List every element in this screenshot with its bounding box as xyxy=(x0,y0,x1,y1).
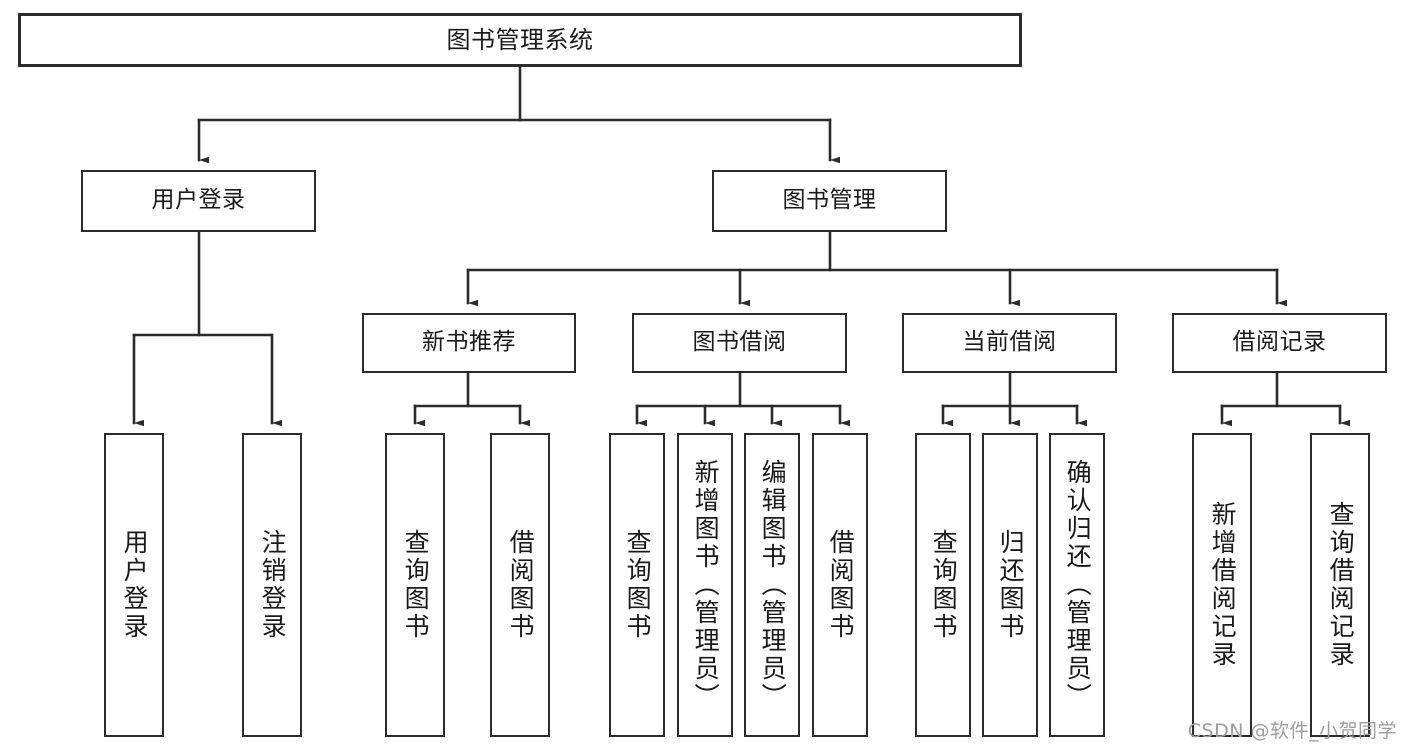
node-label: 借阅记录 xyxy=(1232,329,1327,356)
node-leaf-edit-book[interactable]: 编辑图书（管理员） xyxy=(744,433,800,737)
node-book-manage[interactable]: 图书管理 xyxy=(712,170,947,232)
node-label: 注销登录 xyxy=(258,529,288,641)
node-label: 用户登录 xyxy=(120,529,150,641)
node-root-book-management-system[interactable]: 图书管理系统 xyxy=(18,13,1022,67)
node-label: 图书管理系统 xyxy=(446,25,594,54)
node-current-borrow[interactable]: 当前借阅 xyxy=(902,313,1117,373)
node-label: 用户登录 xyxy=(151,187,246,214)
node-label: 归还图书 xyxy=(996,529,1026,641)
node-label: 查询图书 xyxy=(623,529,653,641)
node-new-book-recommend[interactable]: 新书推荐 xyxy=(362,313,576,373)
watermark: CSDN @软件_小贺同学 xyxy=(1187,720,1397,742)
node-user-login[interactable]: 用户登录 xyxy=(81,170,316,232)
node-leaf-user-login[interactable]: 用户登录 xyxy=(104,433,164,737)
node-leaf-query-book-borrow[interactable]: 查询图书 xyxy=(609,433,665,737)
node-leaf-user-logout[interactable]: 注销登录 xyxy=(242,433,302,737)
node-label: 查询图书 xyxy=(929,529,959,641)
node-label: 借阅图书 xyxy=(506,529,536,641)
node-leaf-borrow-book-recommend[interactable]: 借阅图书 xyxy=(490,433,550,737)
node-leaf-query-borrow-record[interactable]: 查询借阅记录 xyxy=(1310,433,1370,737)
node-leaf-query-book-recommend[interactable]: 查询图书 xyxy=(385,433,445,737)
node-leaf-confirm-return[interactable]: 确认归还（管理员） xyxy=(1049,433,1105,737)
node-label: 查询图书 xyxy=(401,529,431,641)
node-leaf-query-book-current[interactable]: 查询图书 xyxy=(915,433,971,737)
node-label: 当前借阅 xyxy=(962,329,1057,356)
node-book-borrow[interactable]: 图书借阅 xyxy=(632,313,847,373)
node-label: 图书管理 xyxy=(782,187,877,214)
node-label: 查询借阅记录 xyxy=(1326,501,1356,669)
node-label: 新书推荐 xyxy=(422,329,516,356)
node-borrow-record[interactable]: 借阅记录 xyxy=(1172,313,1387,373)
node-leaf-add-borrow-record[interactable]: 新增借阅记录 xyxy=(1192,433,1252,737)
node-label: 新增图书（管理员） xyxy=(691,459,721,711)
node-label: 编辑图书（管理员） xyxy=(758,459,788,711)
node-label: 确认归还（管理员） xyxy=(1063,459,1093,711)
node-leaf-return-book[interactable]: 归还图书 xyxy=(982,433,1038,737)
node-leaf-add-book[interactable]: 新增图书（管理员） xyxy=(677,433,733,737)
node-label: 图书借阅 xyxy=(692,329,787,356)
node-label: 新增借阅记录 xyxy=(1208,501,1238,669)
node-leaf-borrow-book[interactable]: 借阅图书 xyxy=(812,433,868,737)
node-label: 借阅图书 xyxy=(826,529,856,641)
